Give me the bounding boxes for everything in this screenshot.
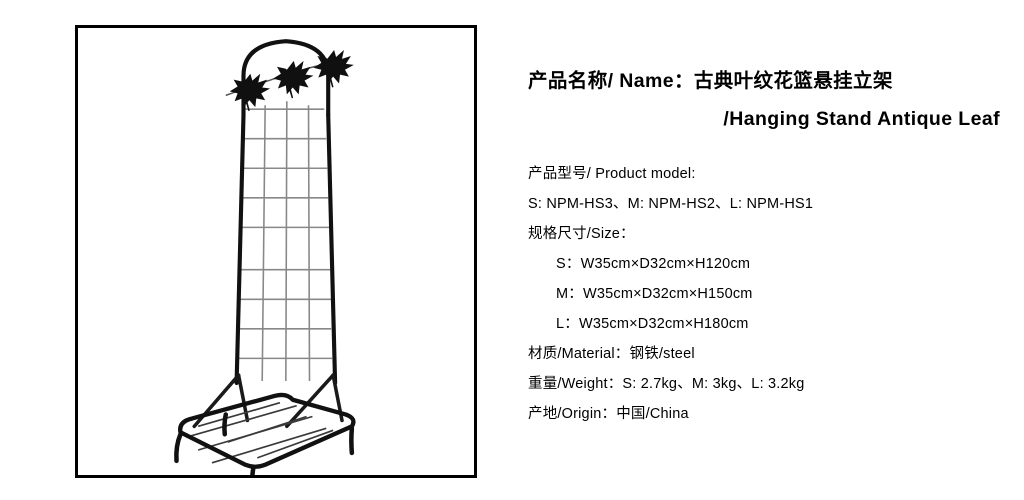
base-frame — [178, 392, 356, 469]
leaf-ornaments — [229, 50, 354, 112]
leaf-icon-center — [273, 60, 314, 95]
product-name-line-1: 产品名称/ Name：古典叶纹花篮悬挂立架 — [528, 70, 893, 92]
spec-line: 规格尺寸/Size： — [528, 226, 635, 242]
spec-line: L：W35cm×D32cm×H180cm — [556, 316, 749, 332]
leaf-stem-left — [245, 100, 250, 112]
spec-line: S: NPM-HS3、M: NPM-HS2、L: NPM-HS1 — [528, 196, 814, 212]
spec-line: 重量/Weight：S: 2.7kg、M: 3kg、L: 3.2kg — [528, 376, 805, 392]
leaf-stem-center — [288, 87, 294, 99]
spec-line: 产地/Origin：中国/China — [528, 406, 689, 422]
spec-line: 材质/Material：钢铁/steel — [528, 346, 695, 362]
base-legs — [174, 412, 355, 475]
leaf-icon-left — [229, 73, 271, 108]
product-illustration — [174, 39, 356, 475]
product-specification: 产品名称/ Name：古典叶纹花篮悬挂立架 /Hanging Stand Ant… — [528, 62, 1018, 429]
spec-detail-list: 产品型号/ Product model: S: NPM-HS3、M: NPM-HS… — [528, 159, 1018, 429]
product-image-panel — [75, 25, 477, 478]
leaf-stem-right — [329, 77, 334, 88]
base-platform-grid — [186, 401, 334, 464]
leg-front-left — [174, 431, 183, 464]
base-support-struts — [192, 373, 344, 429]
spec-line: M：W35cm×D32cm×H150cm — [556, 286, 753, 302]
leaf-icon-right — [313, 50, 354, 84]
product-name-line-2: /Hanging Stand Antique Leaf — [723, 108, 1000, 130]
trellis-grid-lines — [236, 101, 333, 382]
spec-line: 产品型号/ Product model: — [528, 166, 696, 182]
leg-front-center — [250, 465, 256, 475]
spec-line: S：W35cm×D32cm×H120cm — [556, 256, 751, 272]
leg-back-left — [222, 412, 229, 437]
